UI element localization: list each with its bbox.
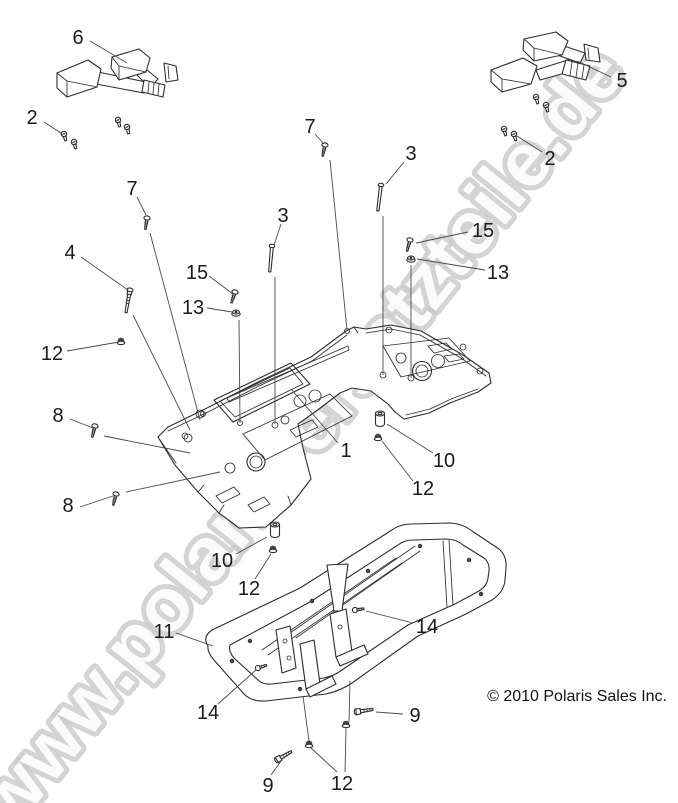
- leader-line-part-7: [149, 232, 201, 421]
- leader-line-part-6: [89, 40, 128, 64]
- fastener-screw: [319, 141, 330, 158]
- callout-label-part-15: 15: [472, 220, 494, 242]
- leader-line-part-8: [69, 418, 94, 429]
- callout-label-part-9: 9: [262, 775, 273, 797]
- leader-line-part-15: [415, 231, 469, 244]
- fastener-long-bolt: [374, 182, 385, 212]
- callout-label-part-10: 10: [433, 450, 455, 472]
- callout-label-part-12: 12: [412, 478, 434, 500]
- fastener-rivet: [70, 138, 79, 151]
- leader-line-part-12: [344, 727, 347, 773]
- leader-line-part-15: [208, 275, 234, 295]
- callout-label-part-12: 12: [331, 773, 353, 795]
- leader-line-part-4: [80, 256, 129, 291]
- callout-label-part-13: 13: [182, 297, 204, 319]
- fastener-nut: [341, 720, 351, 729]
- leader-line-part-13: [238, 319, 241, 424]
- leader-line-part-1: [290, 388, 339, 444]
- callout-label-part-7: 7: [304, 116, 315, 138]
- leader-line-part-10: [386, 423, 434, 454]
- fastener-nut: [373, 433, 383, 442]
- leader-line-part-14: [217, 669, 257, 705]
- leader-line-part-8: [125, 471, 221, 493]
- fastener-bushing: [269, 521, 281, 539]
- leader-line-part-11: [175, 632, 214, 647]
- part-rack-extender-bracket-left: [56, 48, 179, 98]
- leader-line-part-12: [310, 747, 338, 773]
- callout-label-part-10: 10: [211, 550, 233, 572]
- leader-line-part-7: [314, 133, 325, 145]
- leader-line-part-7: [329, 159, 348, 331]
- callout-label-part-4: 4: [64, 242, 75, 264]
- callout-label-part-2: 2: [544, 148, 555, 170]
- fastener-flange-nut: [231, 309, 241, 317]
- fastener-screw: [109, 490, 121, 507]
- fastener-rivet: [123, 123, 132, 136]
- fastener-nut: [268, 545, 278, 554]
- callout-label-part-11: 11: [154, 621, 175, 643]
- part-rack-extender-bracket-right: [490, 31, 601, 93]
- callout-label-part-6: 6: [72, 27, 83, 49]
- leader-line-part-2: [516, 135, 543, 153]
- callout-label-part-1: 1: [340, 440, 351, 462]
- leader-line-part-9: [375, 711, 404, 715]
- leader-line-part-5: [576, 60, 612, 78]
- fastener-hex-bolt: [353, 705, 374, 716]
- leader-line-part-10: [235, 536, 268, 555]
- callout-label-part-8: 8: [52, 405, 63, 427]
- callout-label-part-15: 15: [186, 262, 208, 284]
- fastener-hex-bolt: [273, 748, 294, 765]
- fastener-rivet: [60, 130, 69, 143]
- fastener-nut: [116, 337, 126, 346]
- callout-label-part-14: 14: [197, 702, 219, 724]
- leader-line-part-2: [43, 121, 62, 134]
- leader-line-part-9: [270, 760, 282, 776]
- callout-label-part-7: 7: [126, 178, 137, 200]
- callout-label-part-12: 12: [41, 343, 63, 365]
- callout-label-part-12: 12: [238, 578, 260, 600]
- leader-line-part-3: [385, 161, 405, 185]
- leader-line-part-8: [79, 495, 114, 508]
- frame-bolt-dots: [229, 543, 484, 692]
- callout-label-part-8: 8: [62, 495, 73, 517]
- part-rear-rack-main-body: [157, 324, 492, 529]
- leader-line-part-3: [273, 223, 282, 246]
- callout-label-part-14: 14: [416, 616, 438, 638]
- leader-line-part-7: [136, 196, 147, 216]
- copyright-notice: © 2010 Polaris Sales Inc.: [487, 688, 667, 705]
- callout-label-part-13: 13: [487, 262, 509, 284]
- fastener-screw: [141, 214, 151, 231]
- callout-label-part-2: 2: [26, 107, 37, 129]
- leader-line-part-13: [206, 307, 233, 313]
- leader-line-part-12: [66, 341, 120, 352]
- fastener-nut: [304, 740, 314, 749]
- fastener-rivet: [114, 116, 123, 129]
- leader-line-part-12: [381, 440, 414, 482]
- callout-label-part-3: 3: [277, 205, 288, 227]
- leader-line-part-12: [254, 553, 272, 580]
- callout-label-part-5: 5: [616, 70, 627, 92]
- fastener-shoulder-bolt: [122, 286, 134, 314]
- fastener-screw: [88, 422, 100, 439]
- assembly-lines: [302, 680, 351, 742]
- leader-line-part-14: [365, 610, 414, 624]
- fastener-bushing: [374, 410, 386, 428]
- fastener-long-bolt: [266, 243, 276, 273]
- fastener-flange-nut: [406, 255, 416, 263]
- callout-label-part-9: 9: [409, 705, 420, 727]
- leader-line-part-13: [416, 258, 486, 271]
- leader-line-part-4: [132, 314, 191, 431]
- leader-line-part-8: [103, 435, 191, 454]
- callout-label-part-3: 3: [405, 143, 416, 165]
